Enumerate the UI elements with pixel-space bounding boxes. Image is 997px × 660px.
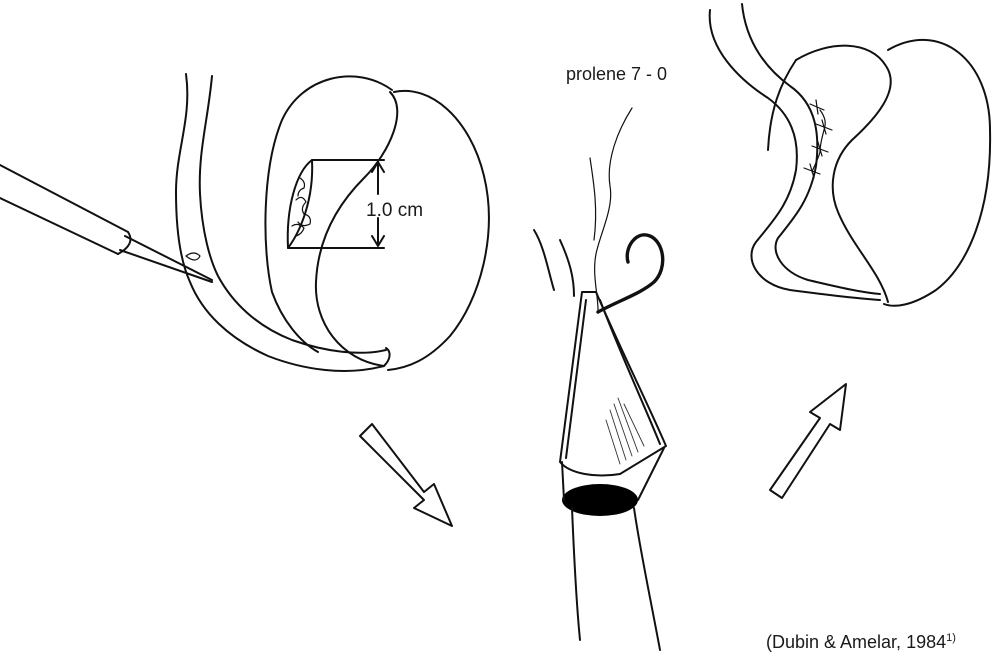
panel-incision [0,74,489,371]
citation-ref: 1) [946,632,956,644]
scalpel [0,165,212,282]
arrow-up-right [770,384,846,498]
vas-deferens-right [710,4,880,300]
vas-deferens-upper [534,230,574,296]
epididymal-funnel [560,292,666,516]
panel-completed [710,4,990,306]
citation-text: (Dubin & Amelar, 1984 [766,632,946,652]
panel-anastomosis [534,108,666,650]
incision-length-label: 1.0 cm [366,200,423,222]
suture-thread [590,108,663,312]
vas-deferens-left [176,74,386,371]
arrow-down-right [360,424,452,526]
vas-deferens-lower [572,508,660,650]
suture-label: prolene 7 - 0 [566,64,667,85]
citation: (Dubin & Amelar, 19841) [766,632,956,653]
incision-window [288,160,312,248]
epididymis-right [768,40,990,306]
